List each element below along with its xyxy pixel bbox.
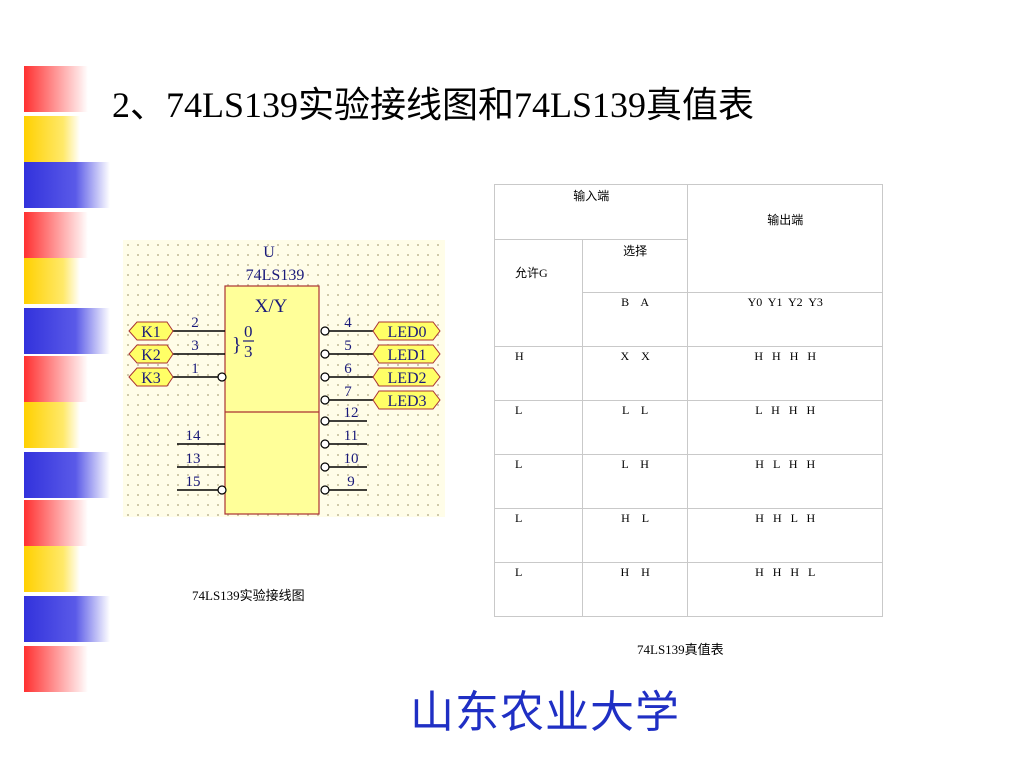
table-row: L L H H L H H xyxy=(494,454,883,509)
table-caption: 74LS139真值表 xyxy=(637,642,724,657)
inversion-bubble xyxy=(217,485,227,495)
inversion-bubble xyxy=(320,349,330,359)
output-cell: H H H H xyxy=(687,346,883,401)
output-header: 输出端 xyxy=(687,184,883,293)
schematic-drawing: U 74LS139 X/Y } 0 3 K1 K2 K3 2 3 1 4 5 6… xyxy=(128,244,441,515)
output-label: LED2 xyxy=(387,370,426,387)
pin-number: 5 xyxy=(344,338,352,354)
output-cell: H H H L xyxy=(687,562,883,617)
output-label: LED1 xyxy=(387,347,426,364)
university-name: 山东农业大学 xyxy=(410,687,680,738)
pin-number: 9 xyxy=(347,474,355,490)
slide-title: 2、74LS139实验接线图和74LS139真值表 xyxy=(112,85,755,125)
pin-number: 10 xyxy=(344,451,359,467)
pin-number: 14 xyxy=(186,428,202,444)
wiring-diagram: U 74LS139 X/Y } 0 3 K1 K2 K3 2 3 1 4 5 6… xyxy=(123,240,445,517)
enable-header: 允许G xyxy=(494,239,583,347)
chip-part: 74LS139 xyxy=(246,267,305,284)
pin-number: 4 xyxy=(344,315,352,331)
pin-number: 6 xyxy=(344,361,352,377)
input-header: 输入端 xyxy=(493,184,689,240)
input-label: K3 xyxy=(141,370,161,387)
select-cell: H H xyxy=(581,562,689,617)
output-cell: L H H H xyxy=(687,400,883,455)
decorative-stripe xyxy=(24,66,114,696)
select-cell: L H xyxy=(581,454,689,509)
pin-number: 12 xyxy=(344,405,359,421)
input-label-shape xyxy=(128,344,174,364)
table-row: H X X H H H H xyxy=(494,346,883,401)
enable-cell: L xyxy=(494,562,583,617)
output-label-shape xyxy=(372,367,441,387)
input-label-shape xyxy=(128,321,174,341)
inversion-bubble xyxy=(320,395,330,405)
pin-number: 11 xyxy=(344,428,358,444)
output-label-shape xyxy=(372,390,441,410)
truth-table: 输入端 输出端 允许G 选择 B A Y0 Y1 Y2 Y3 H X X H H… xyxy=(493,184,883,617)
block-label: X/Y xyxy=(255,296,288,317)
pin-number: 1 xyxy=(191,361,199,377)
output-label-shape xyxy=(372,344,441,364)
select-header: 选择 xyxy=(581,239,689,293)
inversion-bubble xyxy=(320,326,330,336)
inversion-bubble xyxy=(320,485,330,495)
table-row: L H H H H H L xyxy=(494,562,883,617)
output-cell: H H L H xyxy=(687,508,883,563)
diagram-caption: 74LS139实验接线图 xyxy=(192,588,305,603)
input-label: K1 xyxy=(141,324,161,341)
input-label: K2 xyxy=(141,347,161,364)
output-label-shape xyxy=(372,321,441,341)
select-brace: } xyxy=(232,334,242,356)
pin-number: 2 xyxy=(191,315,199,331)
select-cell: L L xyxy=(581,400,689,455)
chip-body xyxy=(224,285,320,515)
select-range-top: 0 xyxy=(244,322,253,341)
select-range-bottom: 3 xyxy=(244,342,253,361)
pin-number: 13 xyxy=(186,451,201,467)
inversion-bubble xyxy=(320,462,330,472)
enable-cell: L xyxy=(494,508,583,563)
inversion-bubble xyxy=(320,439,330,449)
inversion-bubble xyxy=(217,372,227,382)
table-row: L H L H H L H xyxy=(494,508,883,563)
output-cell: H L H H xyxy=(687,454,883,509)
chip-designator: U xyxy=(263,244,275,261)
inversion-bubble xyxy=(320,416,330,426)
input-label-shape xyxy=(128,367,174,387)
table-row: L L L L H H H xyxy=(494,400,883,455)
enable-cell: H xyxy=(494,346,583,401)
select-cell: H L xyxy=(581,508,689,563)
output-label: LED3 xyxy=(387,393,426,410)
pin-number: 7 xyxy=(344,384,352,400)
select-cell: X X xyxy=(581,346,689,401)
select-columns: B A xyxy=(581,292,689,347)
pin-number: 15 xyxy=(186,474,201,490)
inversion-bubble xyxy=(320,372,330,382)
output-label: LED0 xyxy=(387,324,426,341)
enable-cell: L xyxy=(494,400,583,455)
pin-number: 3 xyxy=(191,338,199,354)
enable-cell: L xyxy=(494,454,583,509)
output-columns: Y0 Y1 Y2 Y3 xyxy=(687,292,883,347)
